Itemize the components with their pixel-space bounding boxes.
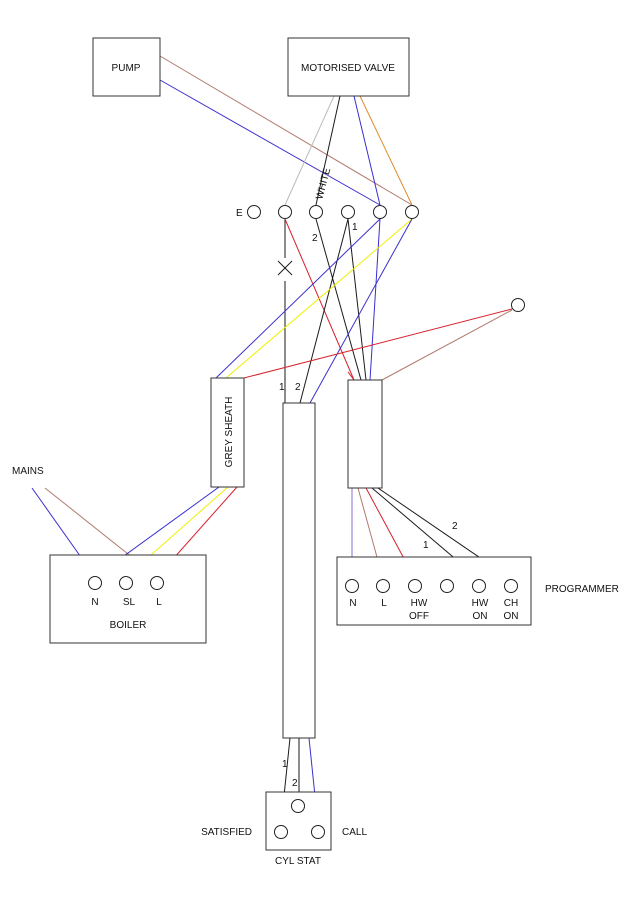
wire-lone-brown [381,309,513,381]
pump-label: PUMP [112,63,141,74]
wire-t4-black-to-center [299,218,349,404]
cut-mark-icon [277,260,293,276]
earth-label: E [236,208,243,219]
cyl-stat-call-terminal[interactable] [311,825,325,839]
lone-terminal[interactable] [511,298,525,312]
programmer[interactable] [336,556,532,626]
boiler-terminal-l[interactable] [150,576,164,590]
programmer-terminal-hw-on[interactable] [472,579,486,593]
programmer-terminal-l[interactable] [376,579,390,593]
boiler-label: BOILER [110,620,147,631]
programmer-terminal-label: L [381,598,387,609]
wire-lone-red-junction [347,371,355,381]
wire-t6-yellow [225,218,413,379]
terminal-5[interactable] [373,205,387,219]
cyl-stat-label: CYL STAT [275,856,321,867]
wire-t2-red [284,218,355,381]
terminal-mark-2: 2 [312,233,318,244]
programmer-terminal-label-2: ON [504,611,519,622]
programmer-mark-1: 1 [423,540,429,551]
boiler[interactable]: BOILER [49,554,207,644]
wire-valve-orange [359,95,413,206]
center-mark-1: 1 [279,382,285,393]
cyl-stat-satisfied-label: SATISFIED [201,827,252,838]
wire-t3-black [315,218,362,381]
programmer-terminal-label: CH [504,598,518,609]
wire-pump-blue [159,79,381,206]
programmer-terminal-spare[interactable] [440,579,454,593]
motorised-valve-label: MOTORISED VALVE [301,63,395,74]
motorised-valve[interactable]: MOTORISED VALVE [287,37,410,97]
cyl-stat-common-terminal[interactable] [291,799,305,813]
center-mark-2: 2 [295,382,301,393]
cyl-stat-satisfied-terminal[interactable] [274,825,288,839]
terminal-3[interactable] [309,205,323,219]
terminal-earth[interactable] [247,205,261,219]
wire-lone-red [243,308,513,379]
wire-t5-blue-to-junction [369,218,381,381]
boiler-terminal-label: N [91,597,98,608]
wires [31,55,513,827]
cyl-mark-2: 2 [292,778,298,789]
terminal-mark-1: 1 [352,222,358,233]
programmer-label: PROGRAMMER [545,584,619,595]
grey-sheath-box[interactable]: GREY SHEATH [210,377,245,488]
pump[interactable]: PUMP [92,37,161,97]
programmer-terminal-label-2: ON [473,611,488,622]
programmer-terminal-label: N [349,598,356,609]
programmer-terminal-n[interactable] [345,579,359,593]
grey-sheath-label: GREY SHEATH [224,397,235,468]
mains-label: MAINS [12,466,44,477]
terminal-4[interactable] [341,205,355,219]
programmer-terminal-label-2: OFF [409,611,429,622]
programmer-terminal-ch-on[interactable] [504,579,518,593]
wire-valve-grey [284,95,335,206]
programmer-terminal-label: HW [472,598,489,609]
cyl-mark-1: 1 [282,759,288,770]
boiler-terminal-n[interactable] [88,576,102,590]
right-junction-box[interactable] [347,379,383,489]
wire-valve-blue [353,95,381,206]
boiler-terminal-sl[interactable] [119,576,133,590]
programmer-terminal-hw-off[interactable] [408,579,422,593]
center-cable-box[interactable] [282,402,316,739]
white-wire-label: WHITE [314,166,333,200]
wire-t5-blue-to-sheath [215,218,381,379]
programmer-mark-2: 2 [452,521,458,532]
wire-t4-black-to-junction [347,218,367,381]
terminal-2[interactable] [278,205,292,219]
wire-t6-blue-to-center [309,218,413,404]
cyl-stat-call-label: CALL [342,827,367,838]
wire-valve-white [315,95,341,206]
boiler-terminal-label: SL [123,597,136,608]
wire-pump-brown [159,55,413,206]
terminal-6[interactable] [405,205,419,219]
boiler-terminal-label: L [156,597,162,608]
programmer-terminal-label: HW [411,598,428,609]
